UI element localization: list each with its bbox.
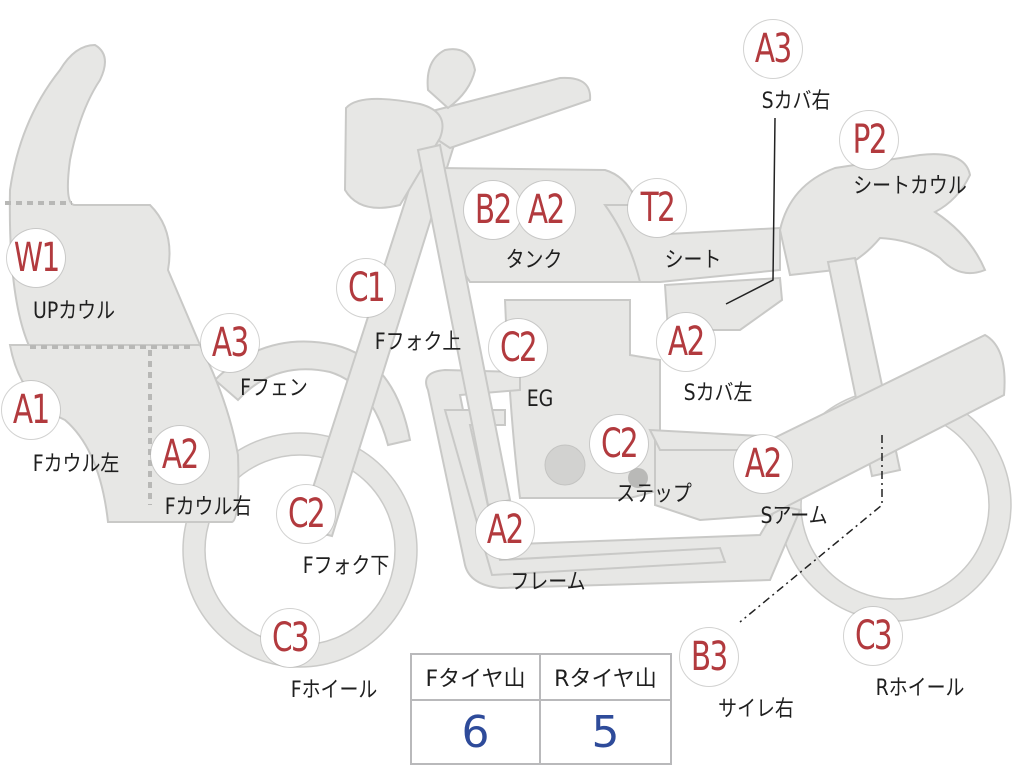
seat-cowl-shape (778, 153, 987, 277)
grade-marker-c2-front-fork-lower: C2 (277, 485, 335, 543)
grade-marker-a2-tank: A2 (517, 181, 575, 239)
grade-marker-c3-rear-wheel: C3 (844, 607, 902, 665)
frame-shape (425, 368, 802, 590)
grade-marker-c2-step: C2 (590, 415, 648, 473)
headlight-shape (343, 97, 444, 209)
grade-marker-t2: T2 (628, 179, 686, 237)
grade-marker-w1: W1 (7, 229, 65, 287)
grade-code: W1 (13, 235, 60, 281)
grade-marker-b3: B3 (680, 628, 738, 686)
grade-marker-a1: A1 (2, 381, 60, 439)
grade-code: T2 (640, 185, 675, 231)
grade-code: C3 (271, 615, 310, 661)
grade-code: A2 (668, 319, 705, 365)
leader-muffler-right (739, 435, 883, 623)
part-label-front-fork-lower: Fフォク下 (302, 554, 390, 579)
part-label-tank: タンク (505, 248, 563, 273)
part-label-step: ステップ (616, 482, 692, 507)
part-label-side-cover-left: Sカバ左 (683, 381, 753, 406)
rear-tire-tread-value: 5 (591, 706, 620, 758)
grade-marker-c2-engine: C2 (489, 319, 547, 377)
grade-marker-c1: C1 (337, 259, 395, 317)
grade-marker-a2-swing-arm: A2 (734, 435, 792, 493)
grade-marker-a3-side-cover-right: A3 (744, 20, 802, 78)
grade-marker-a2-frame: A2 (476, 501, 534, 559)
part-label-front-cowl-right: Fカウル右 (164, 495, 252, 520)
rear-tire-tread-header: Rタイヤ山 (541, 655, 670, 701)
grade-code: A3 (755, 26, 792, 72)
part-label-front-cowl-left: Fカウル左 (32, 452, 120, 477)
grade-marker-c3-front-wheel: C3 (261, 609, 319, 667)
grade-code: A1 (13, 387, 50, 433)
grade-code: C2 (499, 325, 538, 371)
grade-code: A2 (528, 187, 565, 233)
part-label-up-cowl: UPカウル (32, 299, 116, 324)
part-label-rear-wheel: Rホイール (875, 676, 965, 701)
part-label-front-fender: Fフェン (240, 376, 308, 401)
mirror-shape (426, 48, 477, 110)
part-label-front-fork-upper: Fフォク上 (374, 330, 462, 355)
grade-marker-a2-fcowl-right: A2 (151, 426, 209, 484)
part-label-seat-cowl: シートカウル (853, 174, 967, 199)
grade-marker-b2-tank: B2 (464, 181, 522, 239)
grade-code: B2 (475, 187, 512, 233)
grade-code: C1 (347, 265, 386, 311)
grade-marker-p2: P2 (840, 111, 898, 169)
grade-code: A2 (487, 507, 524, 553)
front-tire-tread-value: 6 (412, 701, 541, 763)
part-label-engine: EG (526, 387, 554, 412)
part-label-front-wheel: Fホイール (290, 678, 378, 703)
grade-marker-a3-front-fender: A3 (201, 314, 259, 372)
grade-code: P2 (852, 117, 887, 163)
grade-code: A3 (212, 320, 249, 366)
part-label-frame: フレーム (510, 570, 586, 595)
part-label-seat: シート (664, 248, 722, 273)
part-label-swing-arm: Sアーム (760, 504, 828, 529)
front-tire-tread-header: Fタイヤ山 (412, 655, 541, 701)
handlebar-shape (402, 76, 592, 150)
grade-code: B3 (691, 634, 728, 680)
part-label-side-cover-right: Sカバ右 (761, 89, 831, 114)
part-label-muffler-right: サイレ右 (718, 697, 794, 722)
leader-sidecover-right (725, 117, 776, 305)
grade-code: C3 (854, 613, 893, 659)
grade-marker-a2-side-cover-left: A2 (657, 313, 715, 371)
grade-code: A2 (745, 441, 782, 487)
grade-code: C2 (600, 421, 639, 467)
tire-tread-table: Fタイヤ山 Rタイヤ山 6 5 (410, 653, 672, 765)
grade-code: A2 (162, 432, 199, 478)
grade-code: C2 (287, 491, 326, 537)
